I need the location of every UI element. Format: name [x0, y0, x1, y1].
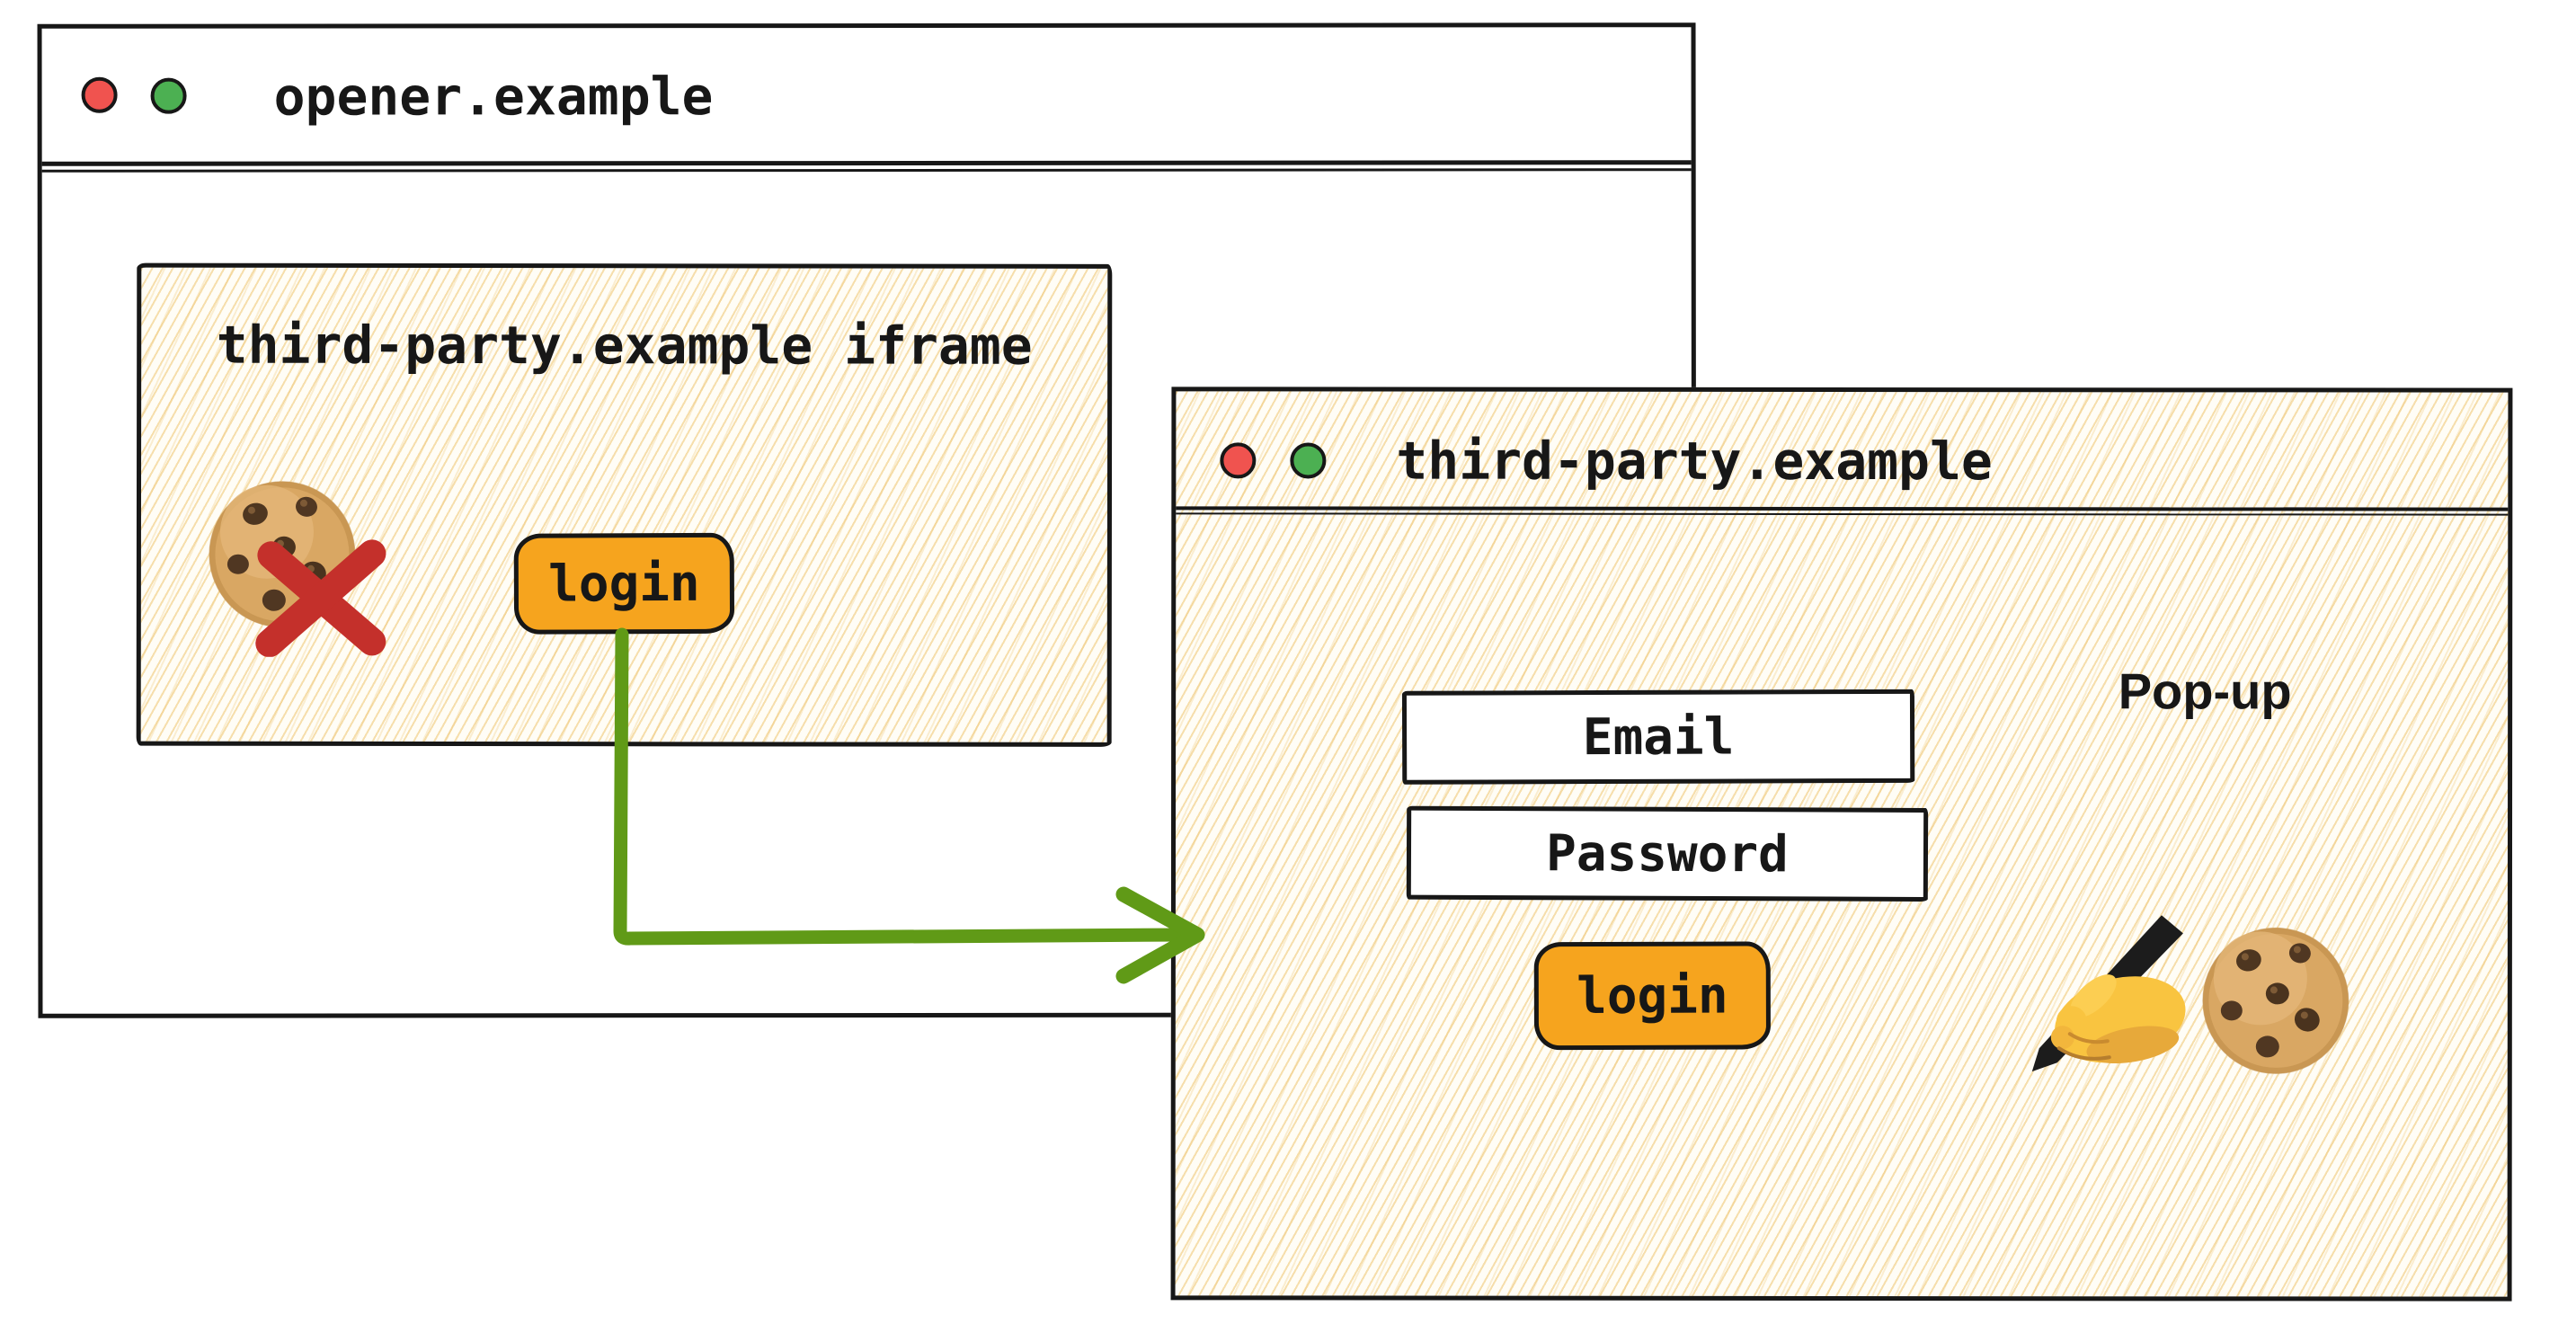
blocked-cross-icon: [255, 539, 386, 657]
traffic-light-green-icon[interactable]: [1290, 442, 1327, 479]
popup-titlebar: third-party.example: [1176, 391, 2509, 511]
cookie-icon: [209, 482, 355, 627]
password-field[interactable]: [1406, 805, 1929, 902]
popup-annotation: Pop-up: [2118, 662, 2292, 720]
email-field[interactable]: [1401, 689, 1915, 785]
popup-window-title: third-party.example: [1396, 430, 1993, 493]
popup-login-button[interactable]: login: [1533, 941, 1772, 1051]
traffic-light-green-icon[interactable]: [150, 77, 187, 114]
third-party-iframe: third-party.example iframe login: [136, 262, 1113, 747]
opener-window-title: opener.example: [273, 66, 714, 128]
pen: [2031, 915, 2183, 1072]
iframe-label: third-party.example iframe: [216, 314, 1033, 377]
popup-window: third-party.example Pop-up login: [1170, 387, 2513, 1302]
iframe-login-button[interactable]: login: [513, 532, 735, 635]
traffic-light-red-icon[interactable]: [81, 76, 118, 113]
cookie-blocked-icon: [200, 473, 386, 657]
opener-titlebar: opener.example: [41, 27, 1692, 166]
traffic-light-red-icon[interactable]: [1220, 442, 1257, 479]
writing-hand-icon: [2031, 915, 2186, 1072]
cookie-icon: [2199, 924, 2352, 1077]
